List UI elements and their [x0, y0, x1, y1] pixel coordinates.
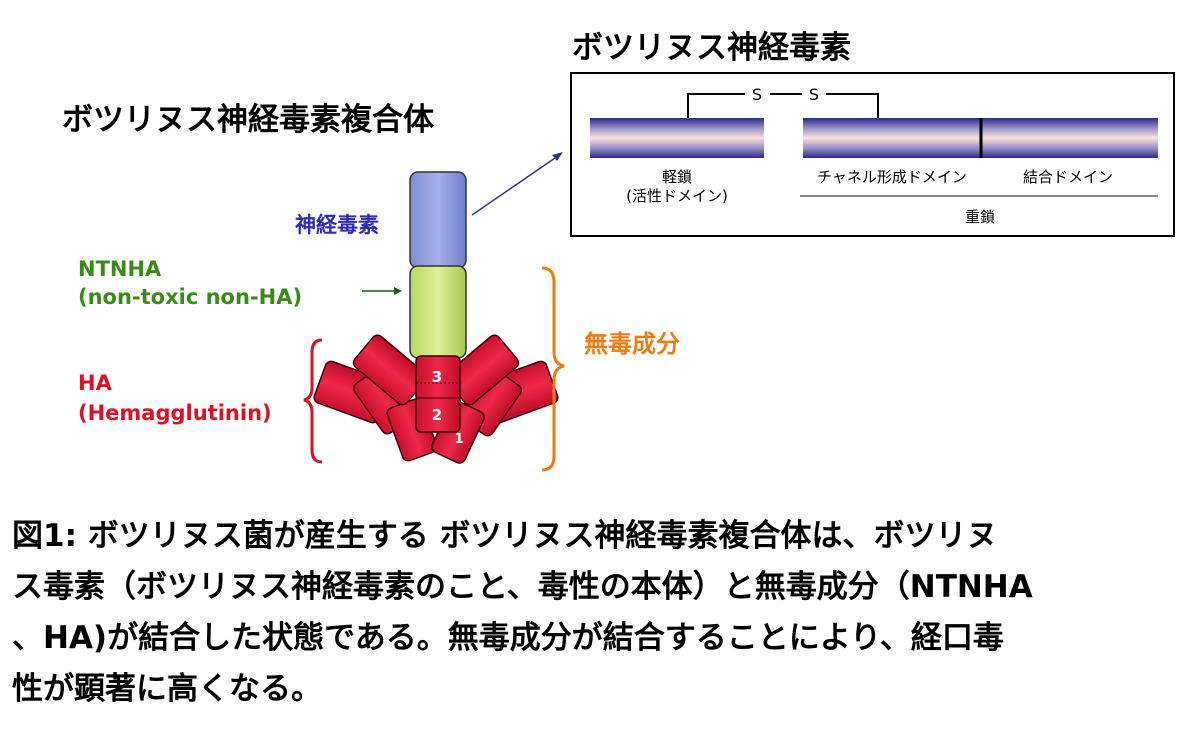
heavy-chain-label: 重鎖 — [965, 208, 995, 226]
neurotoxin-label: 神経毒素 — [295, 213, 379, 237]
binding-domain-label: 結合ドメイン — [1023, 168, 1113, 186]
ntnha-block — [409, 265, 467, 359]
disulfide-line-left — [687, 93, 745, 118]
ha3-label: 3 — [432, 368, 442, 386]
caption-line: 図1: ボツリヌス菌が産生する ボツリヌス神経毒素複合体は、ボツリヌ — [12, 518, 998, 554]
caption-line: 、HA)が結合した状態である。無毒成分が結合することにより、経口毒 — [12, 620, 1004, 656]
nontoxic-label: 無毒成分 — [584, 330, 680, 358]
ha3-ha2-stack — [415, 355, 461, 433]
light-chain-label: 軽鎖 — [662, 168, 692, 186]
pointer-line — [471, 155, 559, 216]
complex-title: ボツリヌス神経毒素複合体 — [62, 102, 434, 138]
ha1-label: 1 — [454, 432, 463, 447]
light-chain-sublabel: (活性ドメイン) — [626, 187, 728, 205]
pointer-arrowhead — [552, 152, 563, 161]
ntnha-arrowhead — [394, 287, 402, 295]
channel-domain-label: チャネル形成ドメイン — [817, 168, 967, 186]
disulfide-line-right — [826, 93, 879, 118]
ntnha-full-label: (non-toxic non-HA) — [78, 285, 302, 309]
ntnha-label: NTNHA — [78, 257, 162, 281]
caption-line: 性が顕著に高くなる。 — [12, 671, 322, 707]
ha-subunits — [313, 334, 559, 464]
ha-full-label: (Hemagglutinin) — [78, 401, 272, 425]
toxin-title: ボツリヌス神経毒素 — [572, 30, 851, 66]
light-chain-bar — [590, 118, 764, 158]
ha-label: HA — [78, 371, 113, 395]
ha-brace — [303, 338, 323, 464]
neurotoxin-block — [409, 171, 467, 269]
sulfur-label-1: S — [752, 85, 762, 104]
sulfur-label-2: S — [809, 85, 819, 104]
nontoxic-brace — [541, 266, 565, 472]
ha2-label: 2 — [432, 406, 442, 424]
caption-line: ス毒素（ボツリヌス神経毒素のこと、毒性の本体）と無毒成分（NTNHA — [12, 569, 1033, 605]
